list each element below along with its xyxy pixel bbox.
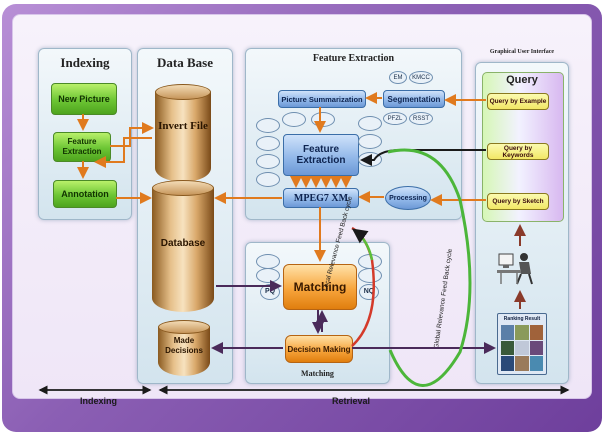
feature-extraction-panel-title: Feature Extraction	[312, 53, 395, 64]
feature-bubble	[256, 118, 280, 133]
result-thumbnail	[501, 325, 515, 340]
database-cylinder: Database	[152, 180, 214, 312]
result-thumbnail	[501, 340, 515, 356]
database-label: Database	[160, 238, 206, 249]
result-thumbnail	[515, 356, 529, 371]
invert-file-cylinder: Invert File	[155, 84, 211, 182]
new-picture-box: New Picture	[51, 83, 117, 115]
query-by-example-box: Query by Example	[487, 93, 549, 110]
invert-file-label: Invert File	[158, 120, 208, 132]
result-thumbnail	[529, 340, 543, 356]
database-panel-title: Data Base	[157, 55, 213, 70]
user-at-computer-icon	[497, 253, 533, 285]
feature-bubble	[358, 134, 382, 149]
kmcc-bubble: KMCC	[409, 71, 433, 84]
processing-node: Processing	[385, 186, 431, 210]
ranking-result-label: Ranking Result	[503, 316, 541, 322]
annotation-box: Annotation	[53, 180, 117, 208]
matching-panel-title: Matching	[301, 369, 334, 378]
made-decisions-label: Made Decisions	[165, 336, 203, 355]
indexing-panel-title: Indexing	[60, 55, 110, 70]
feature-extraction-box: Feature Extraction	[283, 134, 359, 176]
footer-indexing-label: Indexing	[80, 396, 118, 406]
rsst-bubble: RSST	[409, 112, 433, 125]
ranking-thumbnails	[501, 325, 543, 371]
feature-bubble	[358, 116, 382, 131]
result-thumbnail	[529, 356, 543, 371]
result-thumbnail	[515, 325, 529, 340]
query-by-keywords-box: Query by Keywords	[487, 143, 549, 160]
matching-bubble	[256, 268, 280, 283]
matching-box: Matching	[283, 264, 357, 310]
global-feedback-curve	[387, 148, 472, 387]
feature-bubble	[256, 136, 280, 151]
footer-retrieval-label: Retrieval	[332, 396, 371, 406]
gui-panel-header: Graphical User Interface	[489, 49, 555, 55]
query-title: Query	[506, 74, 538, 86]
result-thumbnail	[529, 325, 543, 340]
em-bubble: EM	[389, 71, 407, 84]
result-thumbnail	[515, 340, 529, 356]
pfzl-bubble: PFZL	[383, 112, 407, 125]
arrow-invert-to-fe	[94, 137, 152, 168]
made-decisions-cylinder: Made Decisions	[158, 320, 210, 376]
feature-bubble	[282, 112, 306, 127]
query-by-sketch-box: Query by Sketch	[487, 193, 549, 210]
feature-bubble	[256, 172, 280, 187]
matching-bubble	[358, 268, 382, 283]
decision-making-box: Decision Making	[285, 335, 353, 363]
ranking-result-panel: Ranking Result	[497, 313, 547, 375]
feature-bubble	[256, 154, 280, 169]
result-thumbnail	[501, 356, 515, 371]
local-feedback-curve	[351, 226, 376, 347]
